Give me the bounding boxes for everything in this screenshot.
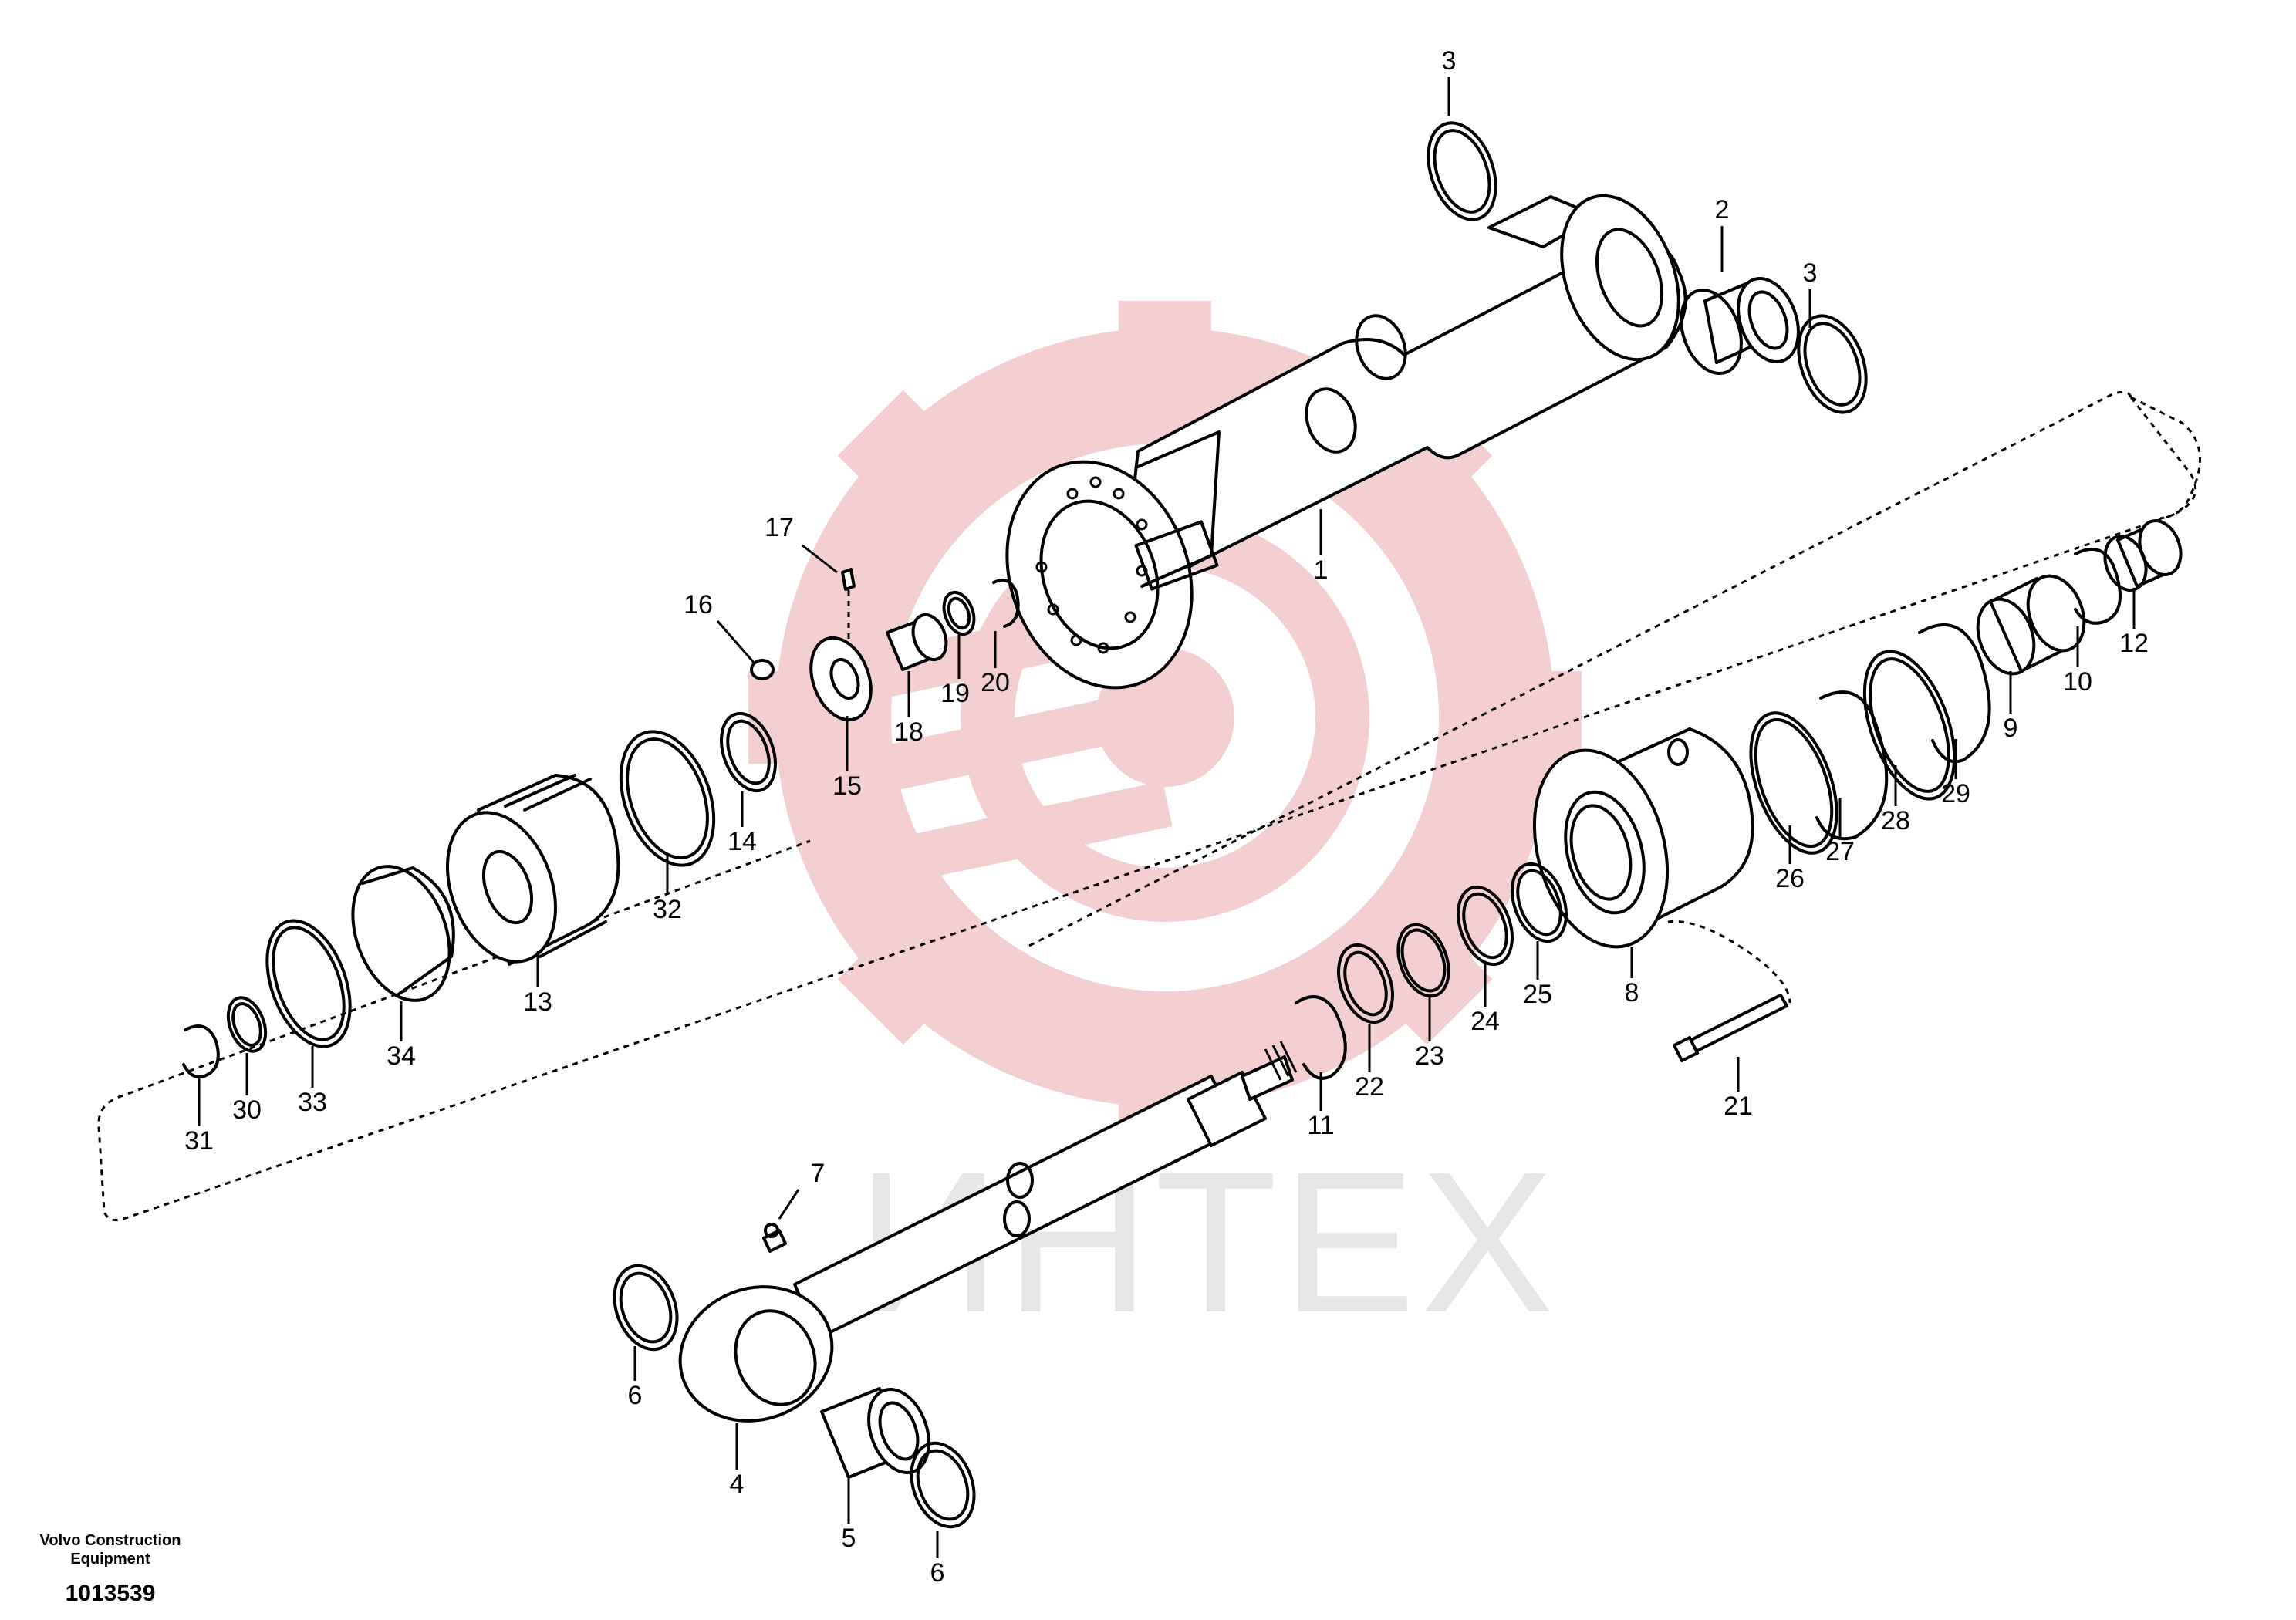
snap-ring-10 [2074, 547, 2122, 625]
part-label-17: 17 [765, 513, 794, 542]
snap-ring-11 [1295, 995, 1347, 1080]
seal-ring-bottom-right [910, 1441, 976, 1529]
part-label-6b: 6 [930, 1558, 945, 1588]
part-label-23: 23 [1415, 1041, 1444, 1071]
part-label-22: 22 [1355, 1072, 1384, 1102]
ring-14 [720, 711, 777, 793]
ring-14-inner [726, 719, 771, 785]
seal-ring-bottom-left [613, 1264, 679, 1352]
part-label-19: 19 [940, 679, 970, 708]
rod-eye [678, 1285, 834, 1423]
bushing-12 [2103, 519, 2183, 592]
drawing-number: 1013539 [66, 1581, 156, 1606]
ring-33 [265, 919, 352, 1048]
bushing-bottom [820, 1387, 930, 1479]
seal-ring-top-right [1797, 314, 1868, 414]
part-label-21: 21 [1724, 1092, 1753, 1121]
ring-24 [1457, 885, 1514, 967]
snap-ring-20 [992, 579, 1020, 628]
part-label-31: 31 [184, 1126, 214, 1156]
part-label-3b: 3 [1803, 258, 1818, 288]
part-label-27: 27 [1825, 837, 1855, 866]
part-label-3a: 3 [1442, 46, 1457, 76]
ring-34-body [361, 866, 455, 997]
part-label-13: 13 [523, 987, 552, 1017]
publisher-line-1: Volvo Construction [40, 1532, 181, 1549]
hex-bolt [1673, 994, 1788, 1062]
part-label-11: 11 [1307, 1111, 1334, 1140]
set-screw-17 [841, 568, 856, 591]
ring-19 [942, 590, 976, 636]
part-label-4: 4 [730, 1470, 745, 1499]
ring-25 [1511, 862, 1568, 943]
part-label-1: 1 [1314, 555, 1329, 585]
part-label-24: 24 [1470, 1007, 1500, 1036]
part-label-29: 29 [1941, 779, 1970, 808]
snap-ring-31 [182, 1024, 220, 1078]
ring-23-inner [1400, 928, 1447, 993]
ring-24-inner [1462, 892, 1508, 960]
ball-16 [750, 659, 775, 680]
cylinder-tube [1005, 194, 1687, 690]
ring-26-inner [1754, 717, 1834, 849]
part-label-6a: 6 [628, 1381, 643, 1410]
ring-26 [1749, 711, 1838, 855]
footer: Volvo Construction Equipment 1013539 [40, 1532, 181, 1606]
bushing-top [1680, 276, 1800, 376]
wear-ring-32-inner [626, 737, 709, 859]
bushing-9 [1976, 574, 2086, 676]
seal-ring-top-right-inner [1803, 322, 1862, 407]
part-label-14: 14 [728, 827, 757, 856]
assembly-boundary-dotted [97, 390, 2201, 1222]
ring-23 [1396, 923, 1450, 998]
publisher-line-2: Equipment [70, 1551, 150, 1568]
part-label-18: 18 [894, 717, 923, 747]
ring-19-inner [947, 596, 971, 630]
part-label-28: 28 [1881, 806, 1910, 835]
cylinder-head [1532, 727, 1754, 949]
seal-ring-bottom-right-inner [916, 1449, 970, 1521]
seal-ring-bottom-left-inner [619, 1271, 673, 1344]
grease-nipple [762, 1223, 787, 1253]
ring-22 [1337, 943, 1394, 1024]
seal-ring-top-left [1427, 121, 1497, 221]
snap-ring-27 [1815, 690, 1889, 841]
part-number-labels: 1 2 3 3 4 5 6 6 7 8 9 10 11 12 13 14 15 … [184, 46, 2149, 1588]
ring-30 [226, 996, 268, 1053]
assembly-boundary-dotted-bolt [1667, 920, 1791, 1004]
piston [445, 774, 620, 966]
seal-ring-top-left-inner [1433, 129, 1491, 214]
part-label-7: 7 [811, 1159, 826, 1188]
ring-25-inner [1516, 869, 1562, 937]
watermark-gear-logo: ИНТЕХ [748, 301, 1582, 1355]
ring-28-inner [1869, 657, 1950, 793]
ring-28 [1862, 650, 1957, 801]
part-label-32: 32 [653, 895, 682, 924]
part-label-25: 25 [1523, 980, 1552, 1009]
collar-18 [886, 613, 948, 671]
wear-ring-32 [619, 730, 716, 867]
ring-34 [351, 865, 451, 1002]
part-label-8: 8 [1625, 978, 1639, 1007]
part-label-12: 12 [2119, 629, 2149, 658]
part-label-15: 15 [832, 771, 862, 801]
part-label-26: 26 [1775, 864, 1805, 893]
part-label-16: 16 [684, 590, 713, 619]
leader-lines [198, 77, 2136, 1558]
ring-22-inner [1343, 950, 1388, 1017]
part-label-5: 5 [842, 1524, 856, 1553]
part-label-33: 33 [298, 1088, 327, 1117]
ring-30-inner [231, 1002, 262, 1047]
ring-33-inner [272, 926, 346, 1041]
part-label-9: 9 [2004, 714, 2018, 743]
part-label-34: 34 [387, 1041, 416, 1071]
piston-nut-15 [809, 636, 873, 722]
part-label-20: 20 [981, 668, 1010, 697]
part-label-30: 30 [232, 1095, 262, 1125]
snap-ring-29 [1918, 623, 1991, 764]
part-label-10: 10 [2063, 667, 2092, 697]
part-label-2: 2 [1715, 195, 1730, 224]
